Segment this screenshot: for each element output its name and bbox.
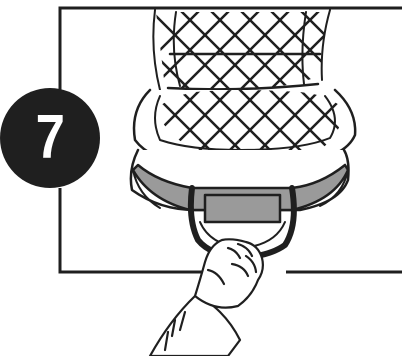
hand-icon <box>150 239 263 356</box>
car-seat-icon <box>110 0 390 258</box>
step-badge: 7 <box>0 88 100 188</box>
step-number: 7 <box>35 107 64 169</box>
